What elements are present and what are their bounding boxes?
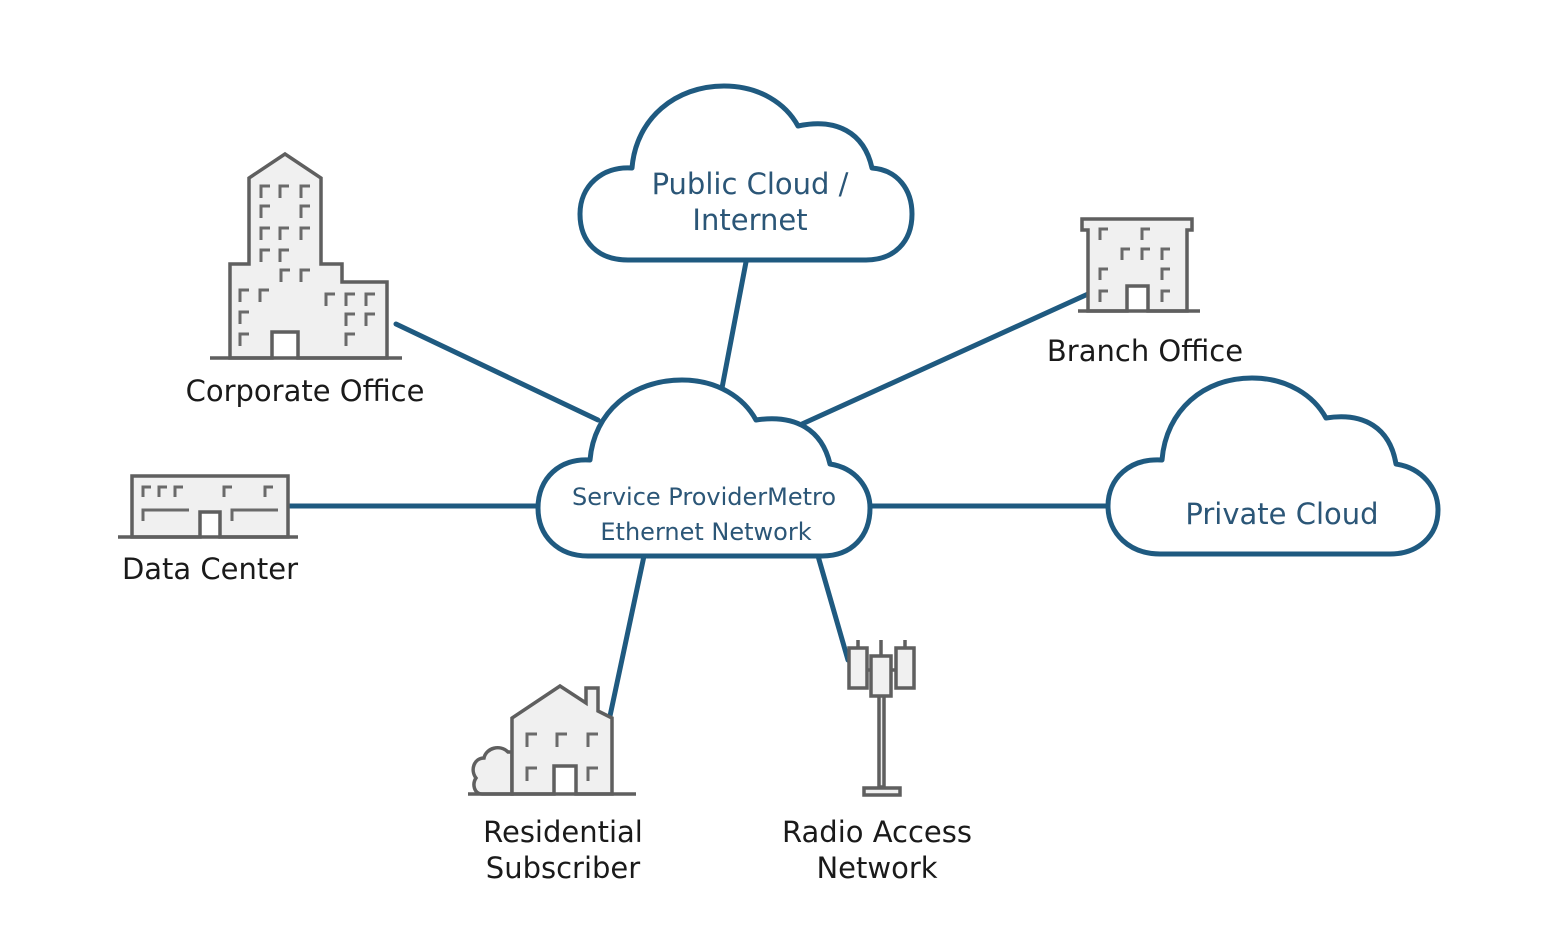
node-private-cloud: Private Cloud [1105,375,1441,557]
branch-office-label: Branch Office [1047,334,1243,368]
node-public-cloud: Public Cloud / Internet [577,83,915,263]
bush-icon [471,746,514,796]
node-corporate-office: Corporate Office [186,151,425,408]
node-radio-access-network: Radio Access Network [782,640,972,885]
node-metro-ethernet-hub: Service ProviderMetro Ethernet Network [535,377,873,559]
radio-access-label-line2: Network [816,851,937,885]
house-icon [468,683,636,796]
corporate-office-label: Corporate Office [186,374,425,408]
public-cloud-label-line1: Public Cloud / [652,167,849,201]
edge-corporate-office [393,321,601,423]
edge-residential-subscriber [607,553,647,719]
cell-tower-icon [847,640,916,797]
hub-label-line2: Ethernet Network [600,518,811,546]
data-center-building-icon [118,474,298,539]
cloud-shape [577,83,915,263]
residential-label-line1: Residential [483,815,643,849]
edges [287,259,1113,719]
radio-access-label-line1: Radio Access [782,815,972,849]
node-residential-subscriber: Residential Subscriber [468,683,643,885]
data-center-label: Data Center [122,552,298,586]
cloud-shape [535,377,873,559]
public-cloud-label-line2: Internet [692,203,807,237]
node-data-center: Data Center [118,474,298,586]
corporate-office-building-icon [210,151,402,360]
cloud-shape [1105,375,1441,557]
edge-radio-access-network [815,553,851,663]
branch-office-building-icon [1078,217,1200,313]
residential-label-line2: Subscriber [486,851,640,885]
edge-branch-office [799,291,1091,427]
edge-public-cloud [719,259,749,391]
private-cloud-label: Private Cloud [1185,497,1378,531]
node-branch-office: Branch Office [1047,217,1243,368]
hub-label-line1: Service ProviderMetro [572,483,836,511]
